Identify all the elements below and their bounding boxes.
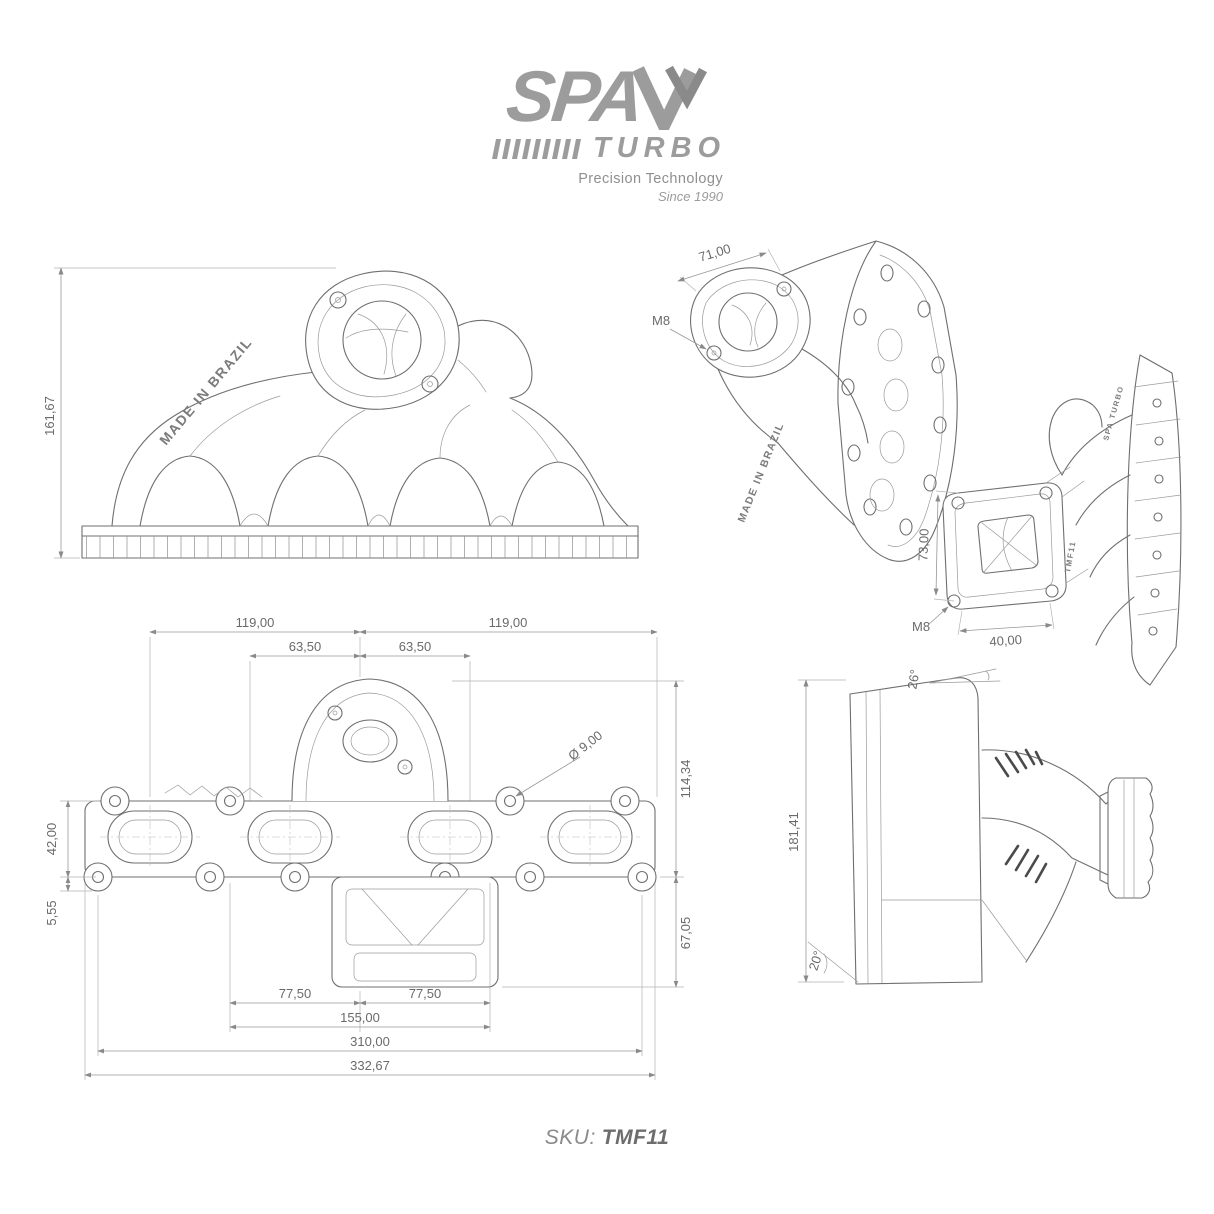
svg-text:181,41: 181,41 bbox=[786, 812, 801, 852]
brand-since: Since 1990 bbox=[657, 189, 723, 204]
brand-turbo-text: TURBO bbox=[592, 132, 727, 164]
sku-value: TMF11 bbox=[601, 1126, 670, 1149]
runners-iso-front bbox=[1048, 398, 1135, 646]
head-flange-strip bbox=[1126, 354, 1182, 686]
svg-text:42,00: 42,00 bbox=[44, 823, 59, 856]
svg-text:161,67: 161,67 bbox=[42, 396, 57, 436]
iso-back-view: 71,00 M8 MADE IN BRAZIL bbox=[640, 225, 1000, 625]
end-view-drawing: 181,41 bbox=[786, 668, 1154, 985]
svg-text:26°: 26° bbox=[904, 668, 922, 690]
sku-line: SKU:TMF11 bbox=[0, 1126, 1214, 1150]
iso-front-dims: 73,00 M8 40,00 bbox=[912, 490, 1055, 649]
svg-text:119,00: 119,00 bbox=[236, 615, 275, 630]
brand-stripes-icon bbox=[488, 138, 584, 159]
svg-text:77,50: 77,50 bbox=[279, 986, 312, 1001]
brand-tagline: Precision Technology bbox=[578, 171, 723, 187]
side-view-drawing: 161,67 bbox=[42, 267, 639, 559]
made-in-brazil-cast-text: MADE IN BRAZIL bbox=[156, 334, 255, 448]
svg-text:5,55: 5,55 bbox=[44, 900, 59, 925]
angle-26: 26° bbox=[904, 668, 1001, 690]
svg-text:Ø 9,00: Ø 9,00 bbox=[565, 728, 605, 764]
end-dim-181: 181,41 bbox=[786, 679, 846, 983]
svg-text:M8: M8 bbox=[912, 619, 930, 634]
cast-marks bbox=[994, 748, 1048, 884]
side-dim-161: 161,67 bbox=[42, 267, 336, 559]
top-dims-left: 42,00 5,55 bbox=[44, 800, 100, 926]
svg-text:40,00: 40,00 bbox=[989, 632, 1023, 649]
brand-spa-text: SPA bbox=[503, 57, 646, 137]
top-dim-chain-upper: 119,00 119,00 63,50 63,50 bbox=[149, 615, 658, 807]
made-in-brazil-cast-text: MADE IN BRAZIL bbox=[736, 421, 787, 524]
iso-front-view: 73,00 M8 40,00 SPA TURBO TMF11 bbox=[900, 345, 1210, 720]
brand-logo: SPA bbox=[503, 57, 707, 137]
side-view: 161,67 bbox=[40, 240, 660, 570]
top-view: 119,00 119,00 63,50 63,50 bbox=[40, 615, 720, 1095]
turbo-flange-front bbox=[942, 466, 1089, 610]
flange-plate-outline bbox=[83, 786, 657, 892]
brand-tagline-block: Precision Technology Since 1990 bbox=[491, 171, 723, 204]
brand-chevron-icon bbox=[632, 66, 707, 130]
brand-cast-text: SPA TURBO bbox=[1101, 384, 1125, 441]
collector-top-view bbox=[291, 678, 449, 802]
exhaust-ports bbox=[100, 805, 640, 869]
svg-text:310,00: 310,00 bbox=[350, 1034, 390, 1049]
runners-iso bbox=[717, 240, 877, 526]
svg-text:155,00: 155,00 bbox=[340, 1010, 380, 1025]
svg-text:67,05: 67,05 bbox=[678, 917, 693, 950]
turbo-flange-iso bbox=[689, 267, 811, 378]
svg-text:63,50: 63,50 bbox=[289, 639, 322, 654]
brand-turbo-row: TURBO bbox=[488, 132, 726, 165]
sku-label: SKU: bbox=[544, 1126, 596, 1149]
iso-front-drawing: 73,00 M8 40,00 SPA TURBO TMF11 bbox=[912, 354, 1182, 686]
flange-block-edge bbox=[849, 677, 1027, 985]
top-dims-bottom: 77,50 77,50 155,00 310,00 332,67 bbox=[84, 883, 656, 1080]
downpipe-curve bbox=[981, 749, 1115, 963]
head-flange-edge bbox=[81, 525, 639, 559]
sku-cast-text: TMF11 bbox=[1063, 540, 1077, 573]
head-flange-iso bbox=[837, 240, 958, 562]
runner-detail-lines bbox=[189, 359, 559, 527]
svg-text:20°: 20° bbox=[806, 949, 826, 972]
end-view: 181,41 bbox=[780, 650, 1200, 1030]
svg-text:114,34: 114,34 bbox=[678, 760, 693, 799]
svg-text:119,00: 119,00 bbox=[489, 615, 528, 630]
svg-text:M8: M8 bbox=[652, 313, 670, 328]
outlet-flange-edge bbox=[1099, 777, 1154, 899]
turbo-flange bbox=[305, 270, 533, 410]
brand-header: SPA TURBO Precision Technology Since 199… bbox=[0, 57, 1214, 204]
svg-text:332,67: 332,67 bbox=[350, 1058, 390, 1073]
top-view-drawing: 119,00 119,00 63,50 63,50 bbox=[44, 615, 693, 1080]
svg-text:71,00: 71,00 bbox=[697, 241, 733, 265]
angle-20: 20° bbox=[806, 941, 859, 983]
svg-text:63,50: 63,50 bbox=[399, 639, 432, 654]
cast-text-squiggle bbox=[164, 784, 263, 798]
iso-back-drawing: 71,00 M8 MADE IN BRAZIL bbox=[652, 240, 958, 562]
svg-text:73,00: 73,00 bbox=[915, 528, 931, 561]
svg-text:77,50: 77,50 bbox=[409, 986, 442, 1001]
wastegate-housing bbox=[331, 876, 499, 988]
